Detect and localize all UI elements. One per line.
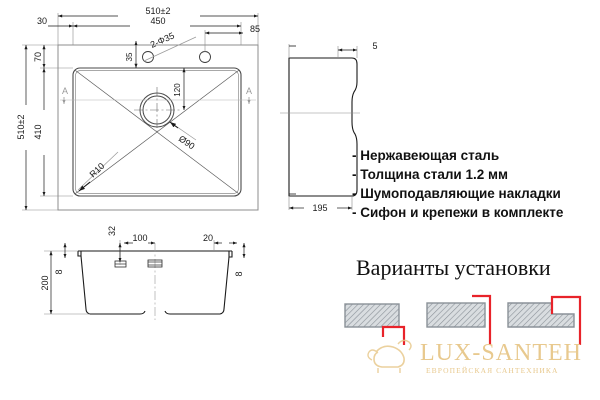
variant3-sink-profile [550, 295, 582, 345]
bowl-diagonal-tr [156, 70, 239, 133]
dim-depth-label: 195 [312, 203, 327, 213]
brand-logo-subtitle: ЕВРОПЕЙСКАЯ САНТЕХНИКА [426, 366, 559, 375]
section-left-lip [77, 251, 82, 257]
feature-item-3: - Сифон и крепежи в комплекте [352, 205, 564, 220]
dim-overall-height-label: 510±2 [16, 115, 26, 140]
install-variants-title: Варианты установки [356, 255, 551, 280]
variant2-sink-profile [472, 294, 492, 345]
variant1-sink-profile [381, 325, 406, 345]
logo-flourish-icon [367, 339, 412, 373]
bowl-diagonal-tl [75, 70, 158, 133]
sink-bowl-inner-outline [75, 70, 239, 194]
dim-offset-20-label: 20 [203, 233, 213, 243]
brand-logo-name: LUX-SANTEH [420, 340, 582, 366]
holes-leader-line [143, 36, 197, 62]
section-marker-left-label: A [62, 86, 68, 96]
sink-outer-outline [57, 44, 259, 211]
side-view-group: 5 195 [280, 41, 378, 213]
holes-label: 2-Φ35 [149, 30, 176, 49]
feature-item-1: - Толщина стали 1.2 мм [352, 167, 508, 182]
section-fitting-center [147, 259, 163, 268]
dim-lip-left-label: 8 [54, 269, 64, 274]
section-right-wall [164, 256, 230, 315]
corner-radius-arrow [78, 181, 91, 192]
bowl-diagonal-br [156, 131, 239, 194]
corner-radius-leader [77, 151, 119, 191]
install-variant-topmount[interactable] [426, 294, 492, 345]
sink-bowl-outline [72, 67, 242, 197]
drain-diameter-label: Ø90 [177, 133, 197, 151]
drain-dia-arrow [169, 121, 179, 129]
section-fitting-left [114, 260, 127, 268]
install-variant-undermount[interactable] [344, 303, 406, 345]
top-view-group: 2-Φ35 Ø90 R10 510±2 450 30 [16, 6, 260, 211]
section-left-wall [80, 255, 146, 315]
dim-drain-offset-label: 120 [173, 83, 182, 97]
dim-overall-width-label: 510±2 [146, 6, 171, 16]
brand-logo: LUX-SANTEH ЕВРОПЕЙСКАЯ САНТЕХНИКА [368, 338, 593, 384]
variant1-counter-block [344, 303, 400, 328]
dim-offset-32-label: 32 [107, 226, 117, 236]
corner-radius-label: R10 [88, 161, 107, 180]
feature-list: - Нержавеющая сталь - Толщина стали 1.2 … [352, 146, 563, 222]
install-variants-group [344, 294, 582, 345]
dim-bowl-width-label: 450 [150, 16, 165, 26]
tap-hole-right [199, 51, 211, 63]
dim-lip-label: 5 [372, 41, 377, 51]
dim-left-offset-label: 30 [37, 16, 47, 26]
variant2-counter-block [426, 302, 486, 328]
dim-hole-from-edge-label: 35 [125, 52, 134, 61]
dim-offset-100-label: 100 [132, 233, 147, 243]
dim-top-offset-label: 70 [33, 52, 43, 62]
section-marker-right-label: A [246, 86, 252, 96]
feature-item-0: - Нержавеющая сталь [352, 148, 500, 163]
feature-item-2: - Шумоподавляющие накладки [352, 186, 561, 201]
dim-right-offset-label: 85 [250, 24, 260, 34]
section-right-lip [228, 251, 233, 258]
dim-section-height-label: 200 [40, 275, 50, 290]
dim-bowl-height-label: 410 [33, 124, 43, 139]
install-variant-flushmount[interactable] [507, 295, 582, 345]
section-view-group: 200 8 8 32 100 20 [40, 226, 246, 320]
side-view-outline [288, 57, 358, 197]
variant3-counter-block [507, 302, 575, 328]
dim-lip-right-label: 8 [234, 271, 244, 276]
